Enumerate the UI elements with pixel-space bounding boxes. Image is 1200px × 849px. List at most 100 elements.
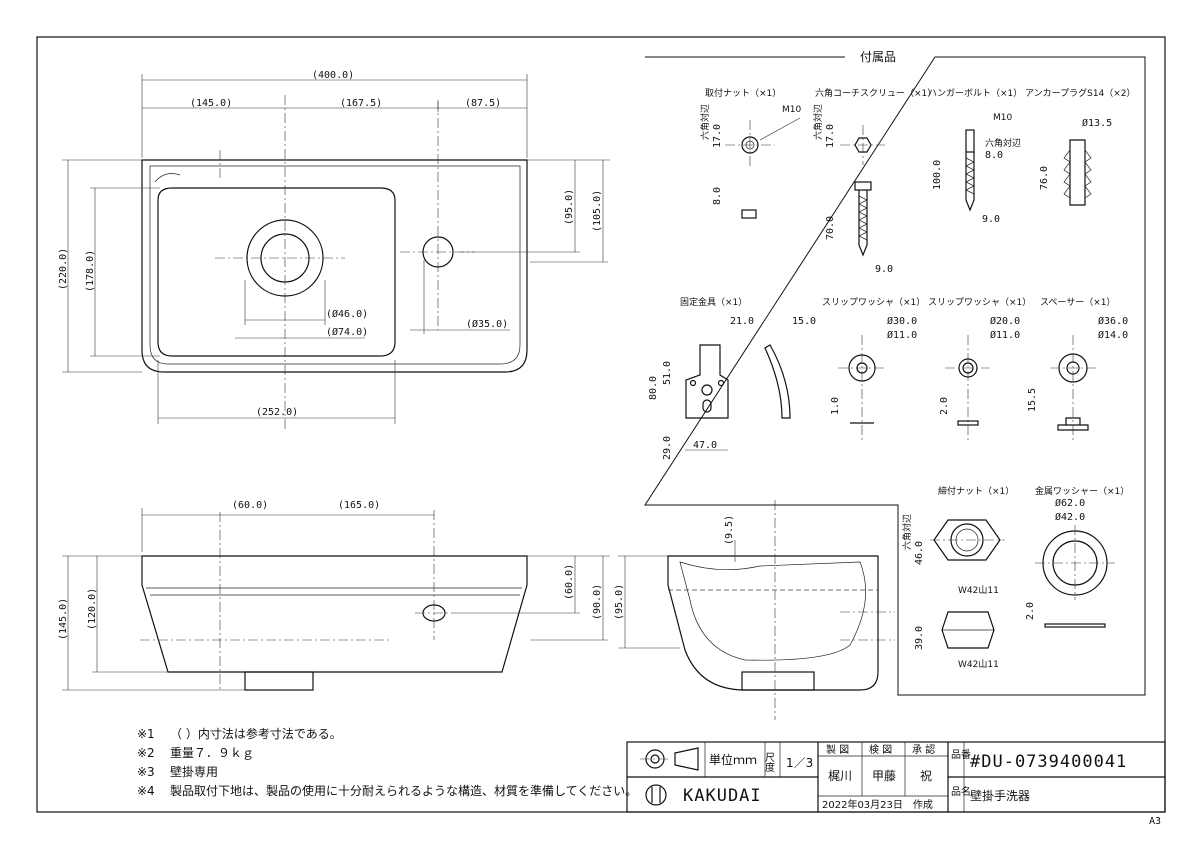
- accessory-tightening-nut: 締付ナット（×1） 46.0 六角対辺 W42山11 W42山11 39.0: [901, 485, 1014, 670]
- svg-text:76.0: 76.0: [1039, 166, 1050, 190]
- dim-overall-width: (400.0): [312, 70, 354, 81]
- accessories-title: 付属品: [860, 50, 896, 64]
- dim-hole-from-bottom: (90.0): [592, 584, 603, 620]
- svg-text:Ø30.0: Ø30.0: [887, 315, 917, 327]
- svg-text:M10: M10: [993, 113, 1012, 123]
- note-1-mark: ※1: [137, 727, 155, 741]
- svg-text:Ø14.0: Ø14.0: [1098, 329, 1128, 341]
- svg-text:17.0: 17.0: [825, 124, 836, 148]
- sheet-size: A3: [1149, 816, 1161, 827]
- dim-front-middle: (165.0): [338, 500, 380, 511]
- checked-label: 検 図: [869, 743, 892, 756]
- svg-text:取付ナット（×1）: 取付ナット（×1）: [705, 88, 781, 99]
- front-view: (60.0) (165.0) (145.0) (120.0) (60.0) (9…: [58, 500, 610, 691]
- scale-label: 尺度: [763, 752, 775, 773]
- created-date: 2022年03月23日 作成: [822, 798, 933, 811]
- title-block: 単位ｍｍ 尺度 1／3 KAKUDAI 製 図 検 図 承 認 梶川 甲藤 祝 …: [626, 741, 1166, 813]
- unit-label: 単位ｍｍ: [709, 752, 757, 767]
- svg-text:2.0: 2.0: [939, 397, 950, 415]
- svg-text:六角コーチスクリュー（×1）: 六角コーチスクリュー（×1）: [815, 87, 936, 99]
- svg-text:Ø36.0: Ø36.0: [1098, 315, 1128, 327]
- svg-text:W42山11: W42山11: [958, 585, 999, 596]
- svg-text:Ø13.5: Ø13.5: [1082, 117, 1112, 129]
- scale-value: 1／3: [786, 756, 813, 770]
- svg-text:六角対辺: 六角対辺: [812, 104, 824, 140]
- dim-front-height: (145.0): [58, 598, 69, 640]
- accessory-mounting-nut: 取付ナット（×1） M10 17.0 六角対辺 8.0: [699, 88, 801, 219]
- accessory-fixing-bracket: 固定金具（×1） 21.0 15.0 80.0 51.0 29.0 47.0: [648, 296, 816, 460]
- svg-text:21.0: 21.0: [730, 316, 754, 327]
- svg-text:六角対辺: 六角対辺: [901, 514, 913, 550]
- dim-drain-outer: (Ø74.0): [326, 326, 368, 338]
- svg-text:1.0: 1.0: [830, 397, 841, 415]
- svg-text:スペーサー（×1）: スペーサー（×1）: [1040, 297, 1115, 308]
- sheet-border: [36, 36, 1166, 813]
- dim-bowl-height: (178.0): [85, 250, 96, 292]
- note-4-text: 製品取付下地は、製品の使用に十分耐えられるような構造、材質を準備してください。: [170, 783, 637, 798]
- dim-drain-inner: (Ø46.0): [326, 308, 368, 320]
- dim-middle: (167.5): [340, 98, 382, 109]
- checked-by: 甲藤: [872, 769, 896, 783]
- accessory-slip-washer-30: スリップワッシャ（×1） Ø30.0 Ø11.0 1.0: [822, 297, 925, 440]
- dim-front-left: (60.0): [232, 500, 268, 511]
- svg-text:70.0: 70.0: [825, 216, 836, 240]
- svg-text:スリップワッシャ（×1）: スリップワッシャ（×1）: [928, 297, 1031, 308]
- dim-bowl-width: (252.0): [256, 407, 298, 418]
- svg-text:締付ナット（×1）: 締付ナット（×1）: [938, 485, 1014, 497]
- note-2-mark: ※2: [137, 746, 155, 760]
- svg-text:スリップワッシャ（×1）: スリップワッシャ（×1）: [822, 297, 925, 308]
- accessory-coach-screw: 六角コーチスクリュー（×1） 17.0 六角対辺 70.0 9.0: [812, 87, 936, 275]
- svg-text:Ø62.0: Ø62.0: [1055, 497, 1085, 509]
- brand-name: KAKUDAI: [683, 786, 762, 806]
- product-name: 壁掛手洗器: [970, 788, 1030, 803]
- svg-text:ハンガーボルト（×1）: ハンガーボルト（×1）: [928, 88, 1022, 99]
- dim-tap-hole: (Ø35.0): [466, 318, 508, 330]
- svg-text:9.0: 9.0: [875, 264, 893, 275]
- svg-text:Ø11.0: Ø11.0: [887, 329, 917, 341]
- svg-text:アンカープラグS14（×2）: アンカープラグS14（×2）: [1025, 87, 1136, 99]
- drawn-label: 製 図: [826, 743, 849, 756]
- dim-95: (95.0): [564, 189, 575, 225]
- notes: ※1 （ ）内寸法は参考寸法である。 ※2 重量７．９ｋｇ ※3 壁掛専用 ※4…: [137, 726, 637, 798]
- svg-text:17.0: 17.0: [712, 124, 723, 148]
- dim-side-rim: (9.5): [724, 515, 735, 545]
- note-3-mark: ※3: [137, 765, 155, 779]
- number-label: 品番: [951, 749, 971, 761]
- svg-text:固定金具（×1）: 固定金具（×1）: [680, 296, 747, 308]
- svg-text:9.0: 9.0: [982, 214, 1000, 225]
- accessory-anchor-plug: アンカープラグS14（×2） Ø13.5 76.0: [1025, 87, 1136, 206]
- svg-text:W42山11: W42山11: [958, 659, 999, 670]
- dim-front-depth: (120.0): [87, 588, 98, 630]
- top-view: (400.0) (145.0) (167.5) (87.5) (220.0) (…: [58, 70, 610, 430]
- svg-text:Ø20.0: Ø20.0: [990, 315, 1020, 327]
- accessory-spacer: スペーサー（×1） Ø36.0 Ø14.0 15.5: [1027, 297, 1128, 440]
- note-3-text: 壁掛専用: [170, 764, 218, 779]
- drawn-by: 梶川: [828, 769, 852, 783]
- svg-text:Ø42.0: Ø42.0: [1055, 511, 1085, 523]
- accessory-metal-washer: 金属ワッシャー（×1） Ø62.0 Ø42.0 2.0: [1025, 485, 1129, 628]
- kakudai-logo-icon: [645, 784, 667, 806]
- svg-text:8.0: 8.0: [985, 150, 1003, 161]
- accessory-slip-washer-20: スリップワッシャ（×1） Ø20.0 Ø11.0 2.0: [928, 297, 1031, 440]
- approved-label: 承 認: [912, 743, 935, 756]
- projection-symbol-icon: [640, 747, 699, 771]
- svg-text:M10: M10: [782, 105, 801, 115]
- dim-right: (87.5): [465, 98, 501, 109]
- side-view: (9.5) (95.0): [614, 500, 895, 720]
- svg-text:Ø11.0: Ø11.0: [990, 329, 1020, 341]
- svg-text:15.0: 15.0: [792, 316, 816, 327]
- note-2-text: 重量７．９ｋｇ: [170, 746, 254, 760]
- svg-text:29.0: 29.0: [662, 436, 673, 460]
- svg-text:15.5: 15.5: [1027, 388, 1038, 412]
- svg-text:2.0: 2.0: [1025, 602, 1036, 620]
- name-label: 品名: [951, 785, 971, 798]
- dim-105: (105.0): [592, 190, 603, 232]
- svg-text:51.0: 51.0: [662, 361, 673, 385]
- approved-by: 祝: [920, 769, 932, 783]
- product-number: #DU-0739400041: [970, 752, 1127, 772]
- dim-left: (145.0): [190, 98, 232, 109]
- note-1-text: （ ）内寸法は参考寸法である。: [170, 726, 342, 741]
- accessory-hanger-bolt: ハンガーボルト（×1） M10 六角対辺 8.0 9.0 100.0: [928, 88, 1022, 225]
- accessories-panel: 付属品 取付ナット（×1） M10 17.0 六角対辺 8.0 六角コーチスクリ…: [644, 50, 1146, 696]
